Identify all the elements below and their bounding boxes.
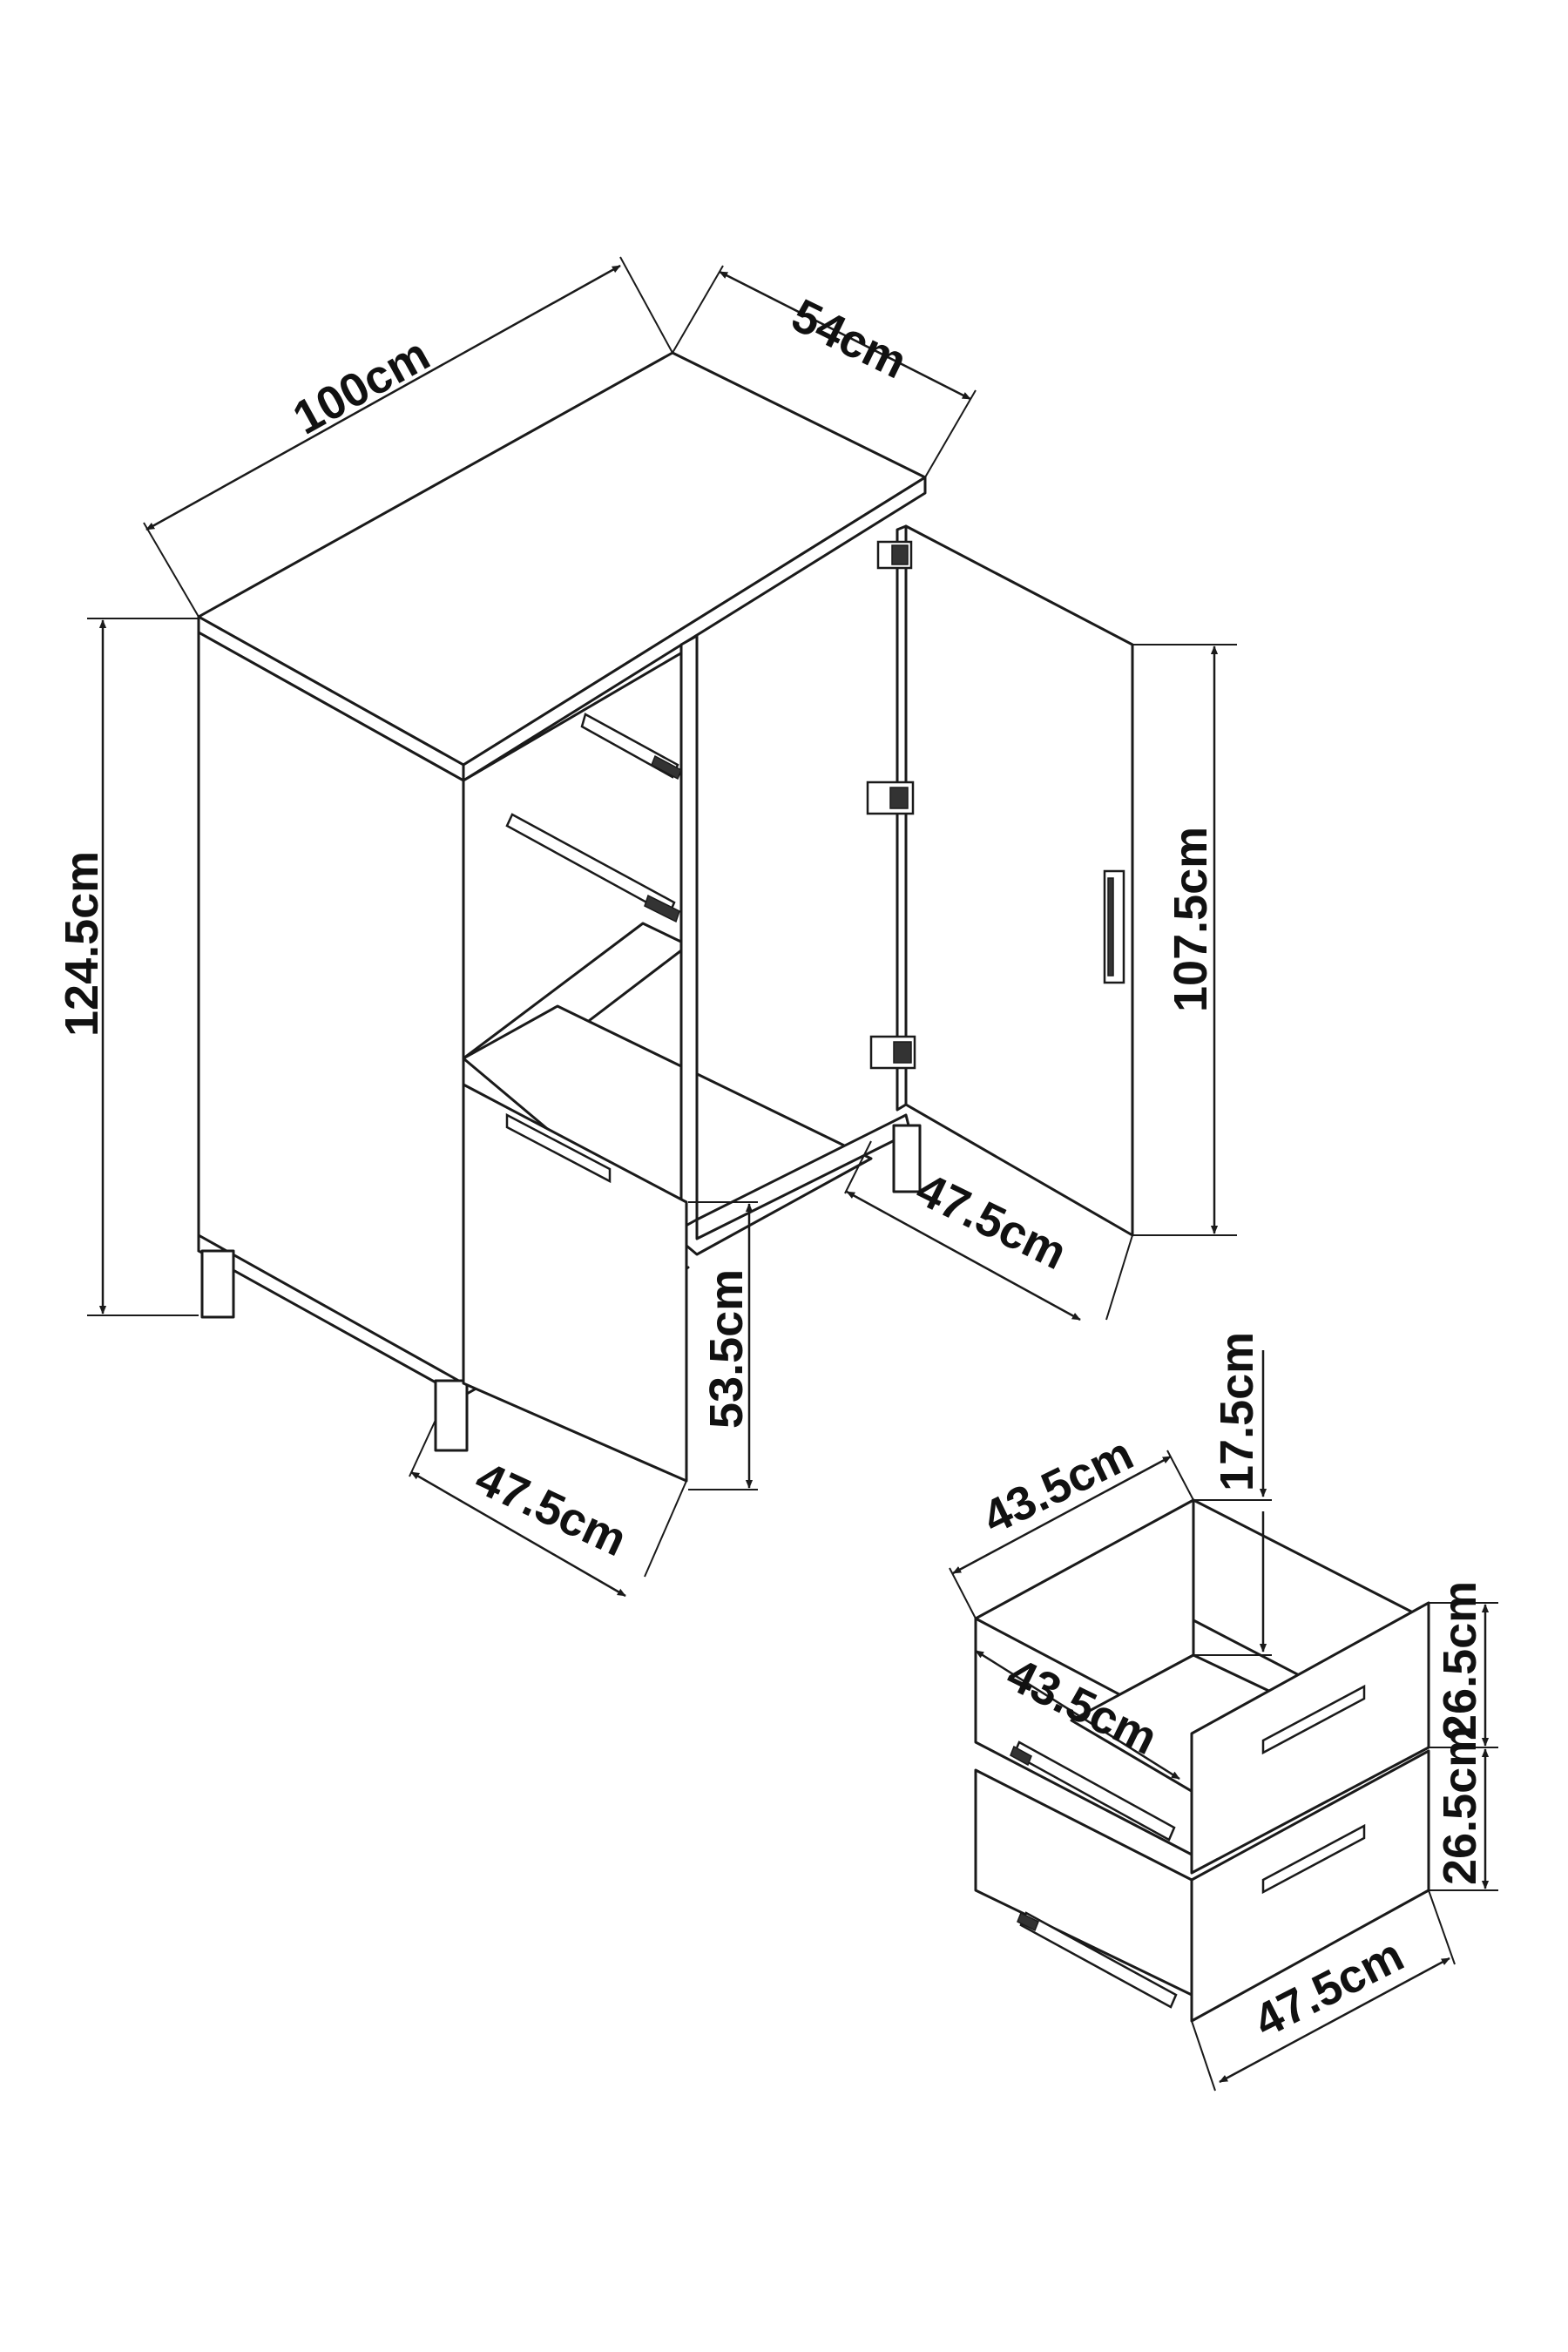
dimension-door-height: 107.5cm: [1132, 644, 1237, 1236]
cabinet-top-side-edge: [462, 476, 927, 782]
door-hinge-middle: [866, 781, 915, 815]
label-door-height: 107.5cm: [1165, 827, 1217, 1012]
label-drawer-box-width: 43.5cm: [975, 1428, 1141, 1544]
cabinet-door: [896, 524, 1134, 1237]
label-cabinet-height: 124.5cm: [56, 851, 108, 1037]
label-cabinet-width: 100cm: [285, 328, 438, 444]
cabinet: [197, 351, 1134, 1483]
door-hinge-bottom: [869, 1035, 916, 1070]
drawer-runner-lower: [505, 813, 680, 923]
leg-front-mid: [434, 1379, 469, 1452]
center-divider: [679, 634, 699, 1230]
label-drawer-box-height: 17.5cm: [1211, 1332, 1263, 1491]
drawer-front-handle: [505, 1112, 612, 1184]
lower-drawer-handle: [1261, 1823, 1366, 1895]
plinth-line: [197, 1249, 455, 1394]
label-drawer-front-height: 53.5cm: [700, 1269, 753, 1429]
dimension-drawer-front-heights: 26.5cm 26.5cm: [1429, 1581, 1498, 1891]
door-hinge-top: [876, 540, 913, 570]
label-drawer-front-height-top: 26.5cm: [1434, 1581, 1486, 1740]
dimension-drawer-front-height: 53.5cm: [688, 1201, 758, 1490]
door-handle: [1103, 869, 1125, 984]
drawer-runner-upper: [580, 713, 682, 781]
leg-front-left: [200, 1249, 235, 1319]
label-drawer-front-height-bottom: 26.5cm: [1434, 1726, 1486, 1885]
dimension-drawer-box-height: 17.5cm: [1193, 1332, 1272, 1656]
upper-drawer-handle: [1261, 1684, 1366, 1755]
label-cabinet-depth: 54cm: [784, 289, 915, 389]
label-drawer-front-width: 47.5cm: [468, 1451, 634, 1566]
dimension-cabinet-height: 124.5cm: [56, 618, 199, 1316]
leg-back-right: [892, 1124, 922, 1193]
lower-drawer-runner: [1017, 1911, 1178, 2009]
